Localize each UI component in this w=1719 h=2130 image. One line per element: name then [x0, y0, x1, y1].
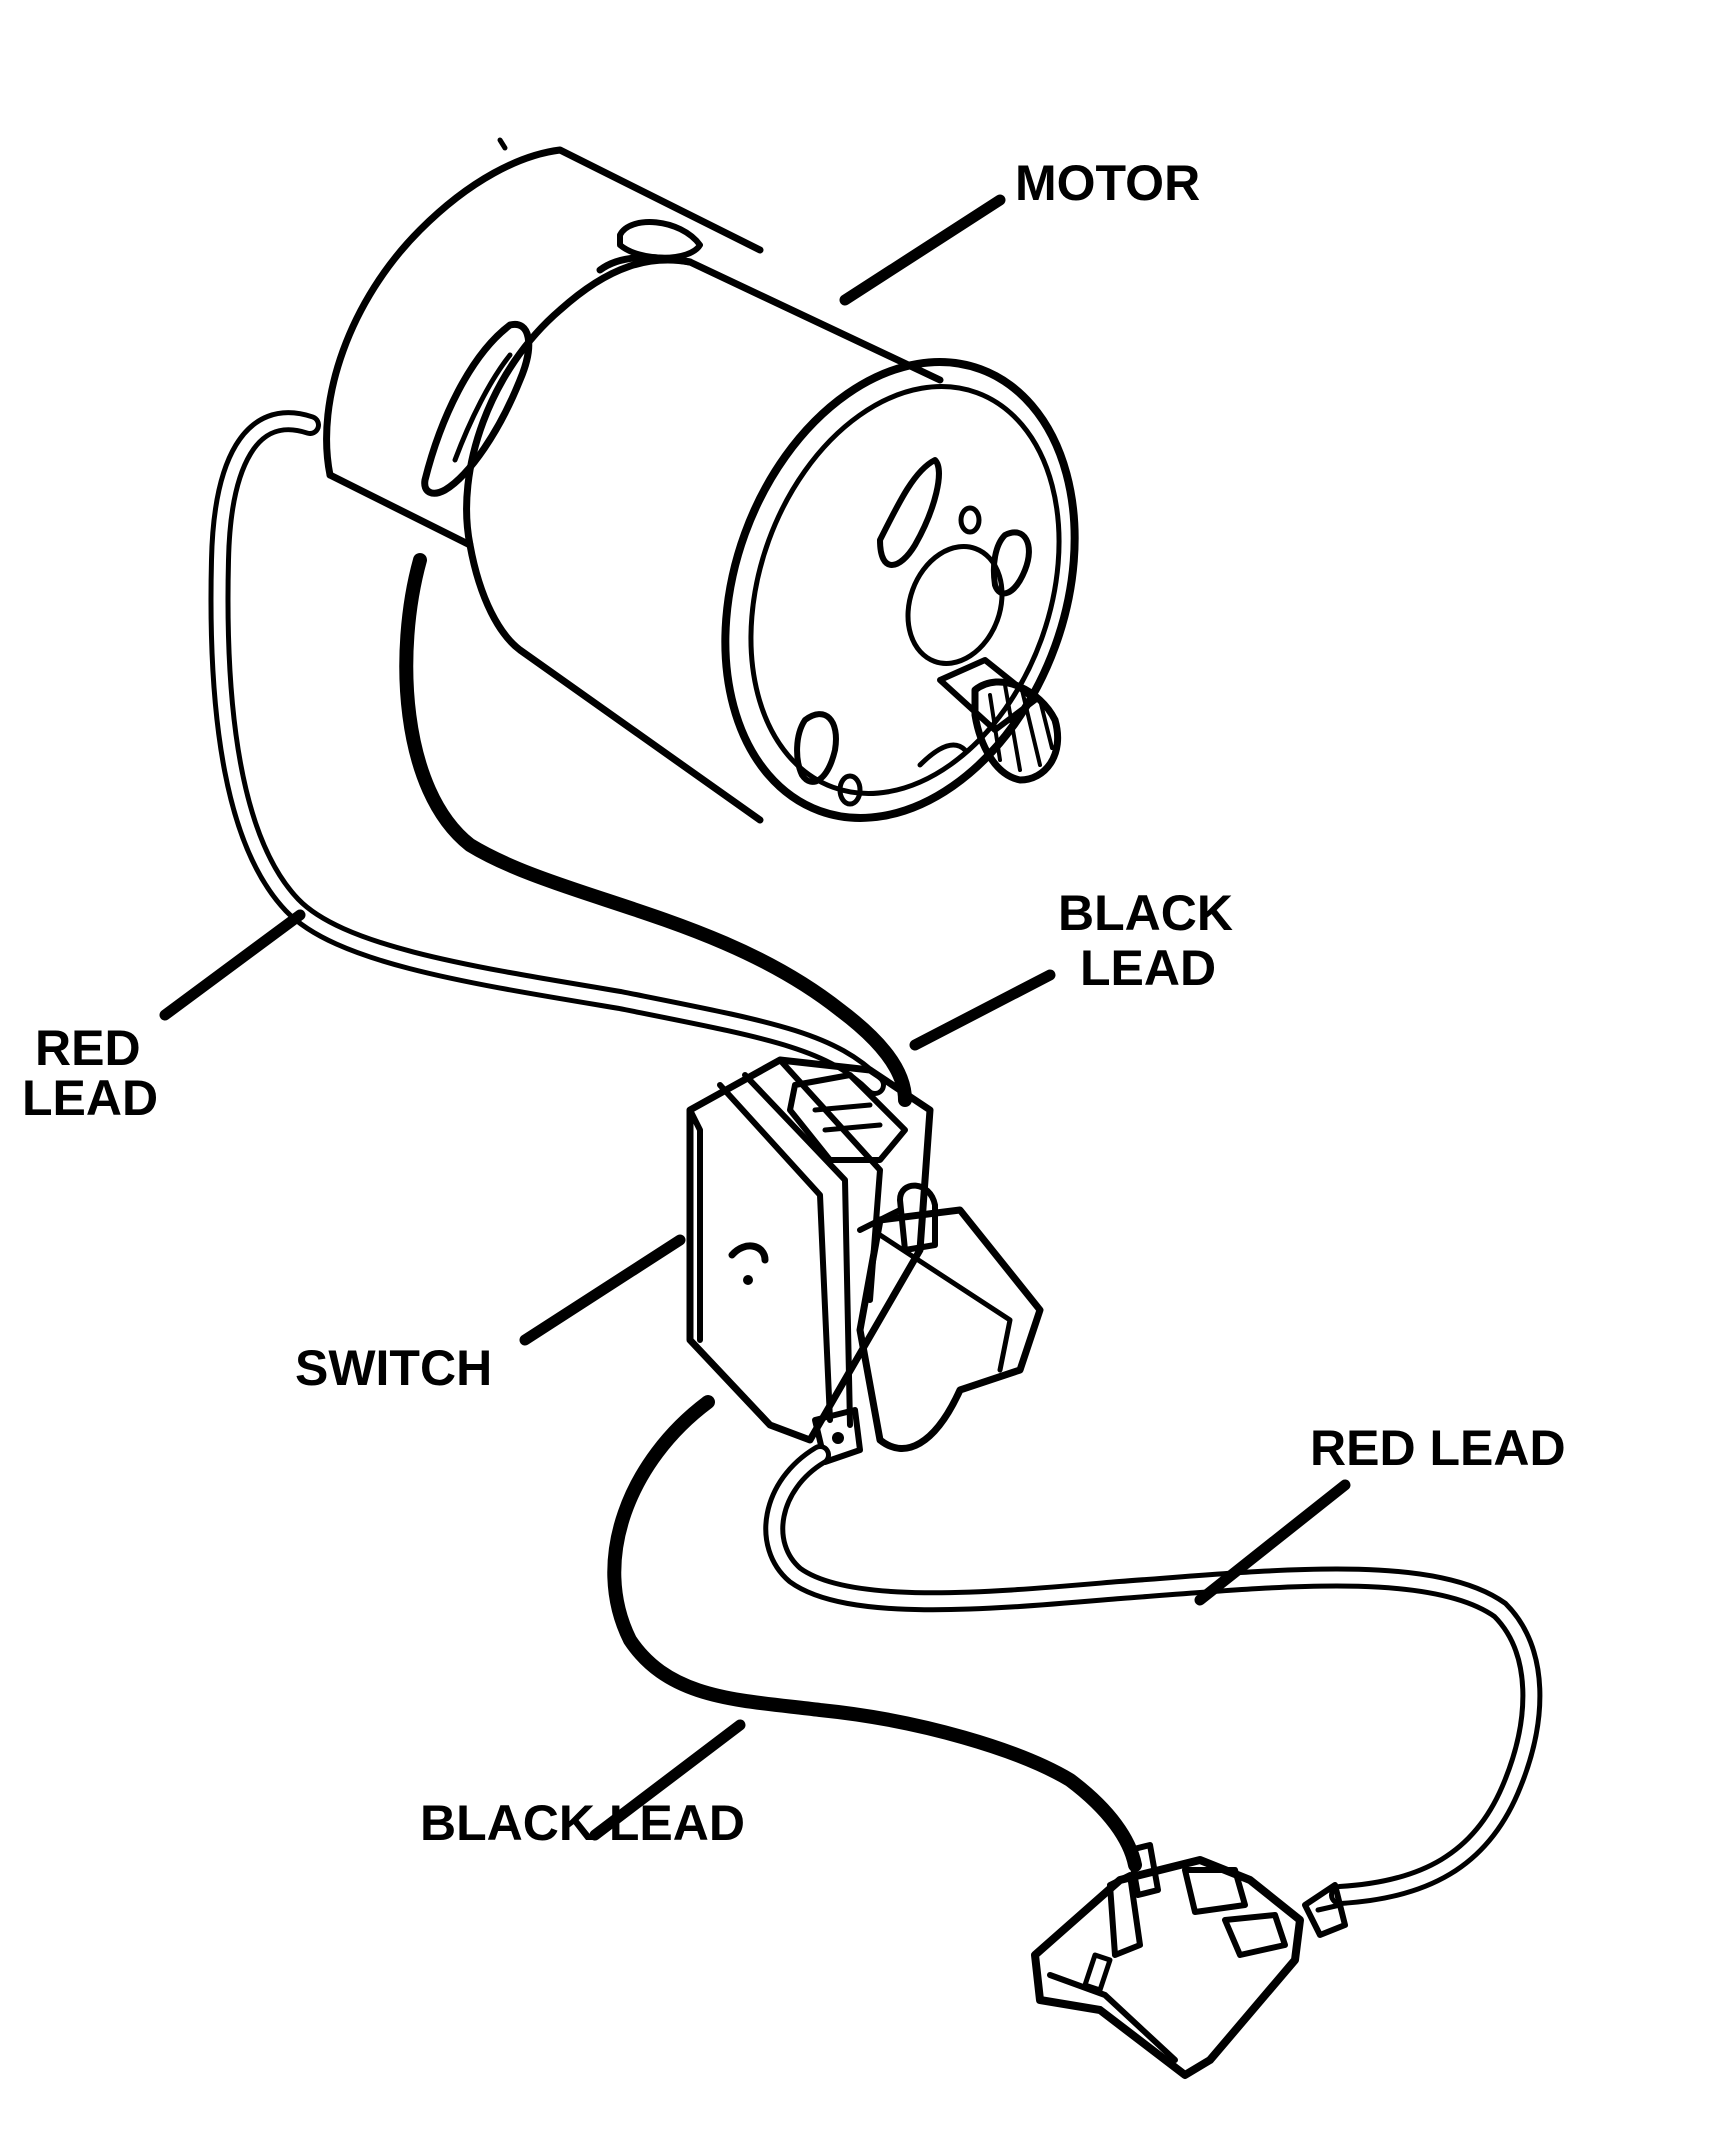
leader-lines — [159, 194, 1351, 1841]
leader-red-lead-right — [1194, 1479, 1351, 1606]
leader-motor — [839, 194, 1006, 306]
leader-switch — [519, 1234, 686, 1346]
label-black-lead-upper-line2: LEAD — [1080, 940, 1216, 996]
label-red-lead-right: RED LEAD — [1310, 1420, 1566, 1476]
label-motor: MOTOR — [1015, 155, 1200, 211]
label-red-lead-left-line2: LEAD — [22, 1070, 158, 1126]
label-black-lead-bottom: BLACK LEAD — [420, 1795, 745, 1851]
label-black-lead-upper-line1: BLACK — [1058, 885, 1233, 941]
black-lead-upper-wire — [399, 553, 912, 1107]
red-lead-right-wire — [763, 1444, 1543, 1906]
black-lead-lower-wire — [607, 1395, 1142, 1872]
leader-black-lead-bottom — [589, 1719, 746, 1841]
switch — [686, 1056, 1044, 1465]
motor — [323, 137, 1079, 824]
leader-red-lead-left — [159, 909, 306, 1021]
leader-black-lead-upper — [909, 969, 1056, 1051]
battery-terminal-plate — [1031, 1842, 1348, 2079]
red-lead-left-wire — [208, 410, 886, 1096]
label-switch: SWITCH — [295, 1340, 492, 1396]
label-red-lead-left-line1: RED — [35, 1020, 141, 1076]
